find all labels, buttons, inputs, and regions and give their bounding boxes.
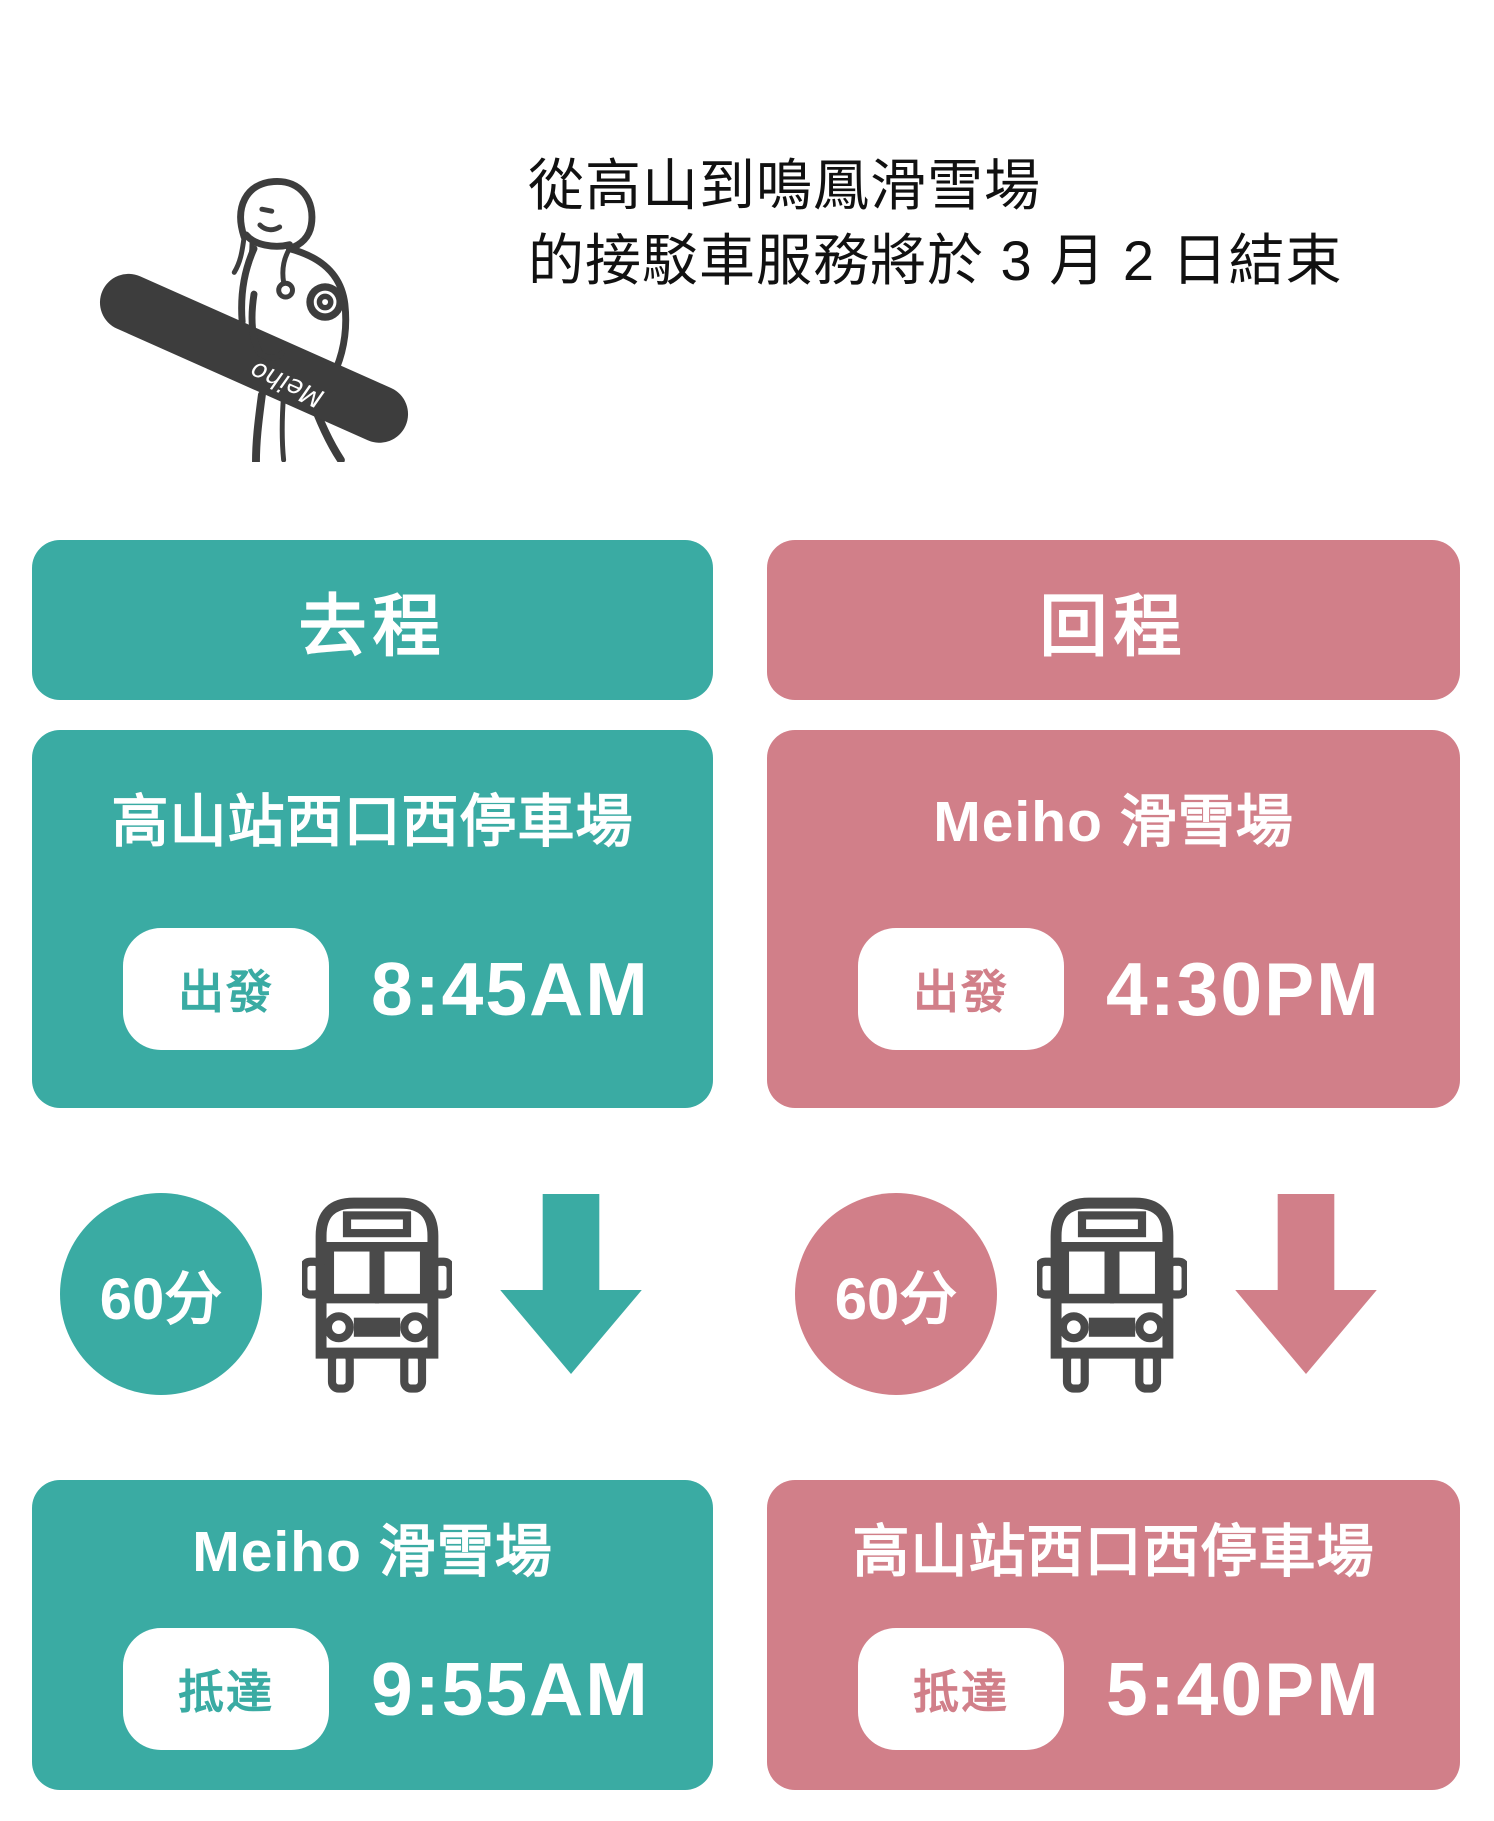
snowboard: Meiho — [99, 273, 409, 443]
poster-title: 從高山到鳴鳳滑雪場 的接駁車服務將於 3 月 2 日結束 — [528, 148, 1358, 298]
poster-title-line1: 從高山到鳴鳳滑雪場 — [528, 154, 1041, 217]
poster-title-line2: 的接駁車服務將於 3 月 2 日結束 — [528, 229, 1343, 293]
return-origin-card: Meiho 滑雪場 出發 4:30PM — [767, 730, 1460, 1108]
return-column: 回程 Meiho 滑雪場 出發 4:30PM 60分 — [767, 540, 1460, 1790]
departure-time: 4:30PM — [1106, 947, 1381, 1031]
outbound-column: 去程 高山站西口西停車場 出發 8:45AM 60分 — [32, 540, 713, 1790]
snowboarder-icon: Meiho — [99, 178, 409, 466]
arrival-time: 5:40PM — [1106, 1647, 1381, 1731]
outbound-origin-card: 高山站西口西停車場 出發 8:45AM — [32, 730, 713, 1108]
return-header: 回程 — [767, 540, 1460, 700]
station-name: 高山站西口西停車場 — [852, 1520, 1375, 1584]
arrival-time: 9:55AM — [371, 1647, 650, 1731]
time-row: 出發 8:45AM — [123, 928, 713, 1050]
time-row: 出發 4:30PM — [858, 928, 1460, 1050]
duration-badge: 60分 — [795, 1193, 997, 1395]
departure-tag: 出發 — [123, 928, 329, 1050]
jacket-logo — [306, 283, 344, 321]
time-row: 抵達 9:55AM — [123, 1628, 713, 1750]
time-row: 抵達 5:40PM — [858, 1628, 1460, 1750]
departure-tag: 出發 — [858, 928, 1064, 1050]
bus-icon — [302, 1197, 452, 1393]
outbound-header: 去程 — [32, 540, 713, 700]
outbound-destination-card: Meiho 滑雪場 抵達 9:55AM — [32, 1480, 713, 1790]
station-name: Meiho 滑雪場 — [933, 790, 1294, 854]
down-arrow-icon — [500, 1194, 642, 1374]
departure-time: 8:45AM — [371, 947, 650, 1031]
outbound-transfer-row: 60分 — [32, 1108, 713, 1480]
return-destination-card: 高山站西口西停車場 抵達 5:40PM — [767, 1480, 1460, 1790]
arrival-tag: 抵達 — [123, 1628, 329, 1750]
station-name: 高山站西口西停車場 — [111, 790, 634, 854]
duration-badge: 60分 — [60, 1193, 262, 1395]
bus-icon — [1037, 1197, 1187, 1393]
return-transfer-row: 60分 — [767, 1108, 1460, 1480]
snowboarder-illustration: Meiho — [96, 146, 412, 466]
down-arrow-icon — [1235, 1194, 1377, 1374]
arrival-tag: 抵達 — [858, 1628, 1064, 1750]
station-name: Meiho 滑雪場 — [192, 1520, 553, 1584]
